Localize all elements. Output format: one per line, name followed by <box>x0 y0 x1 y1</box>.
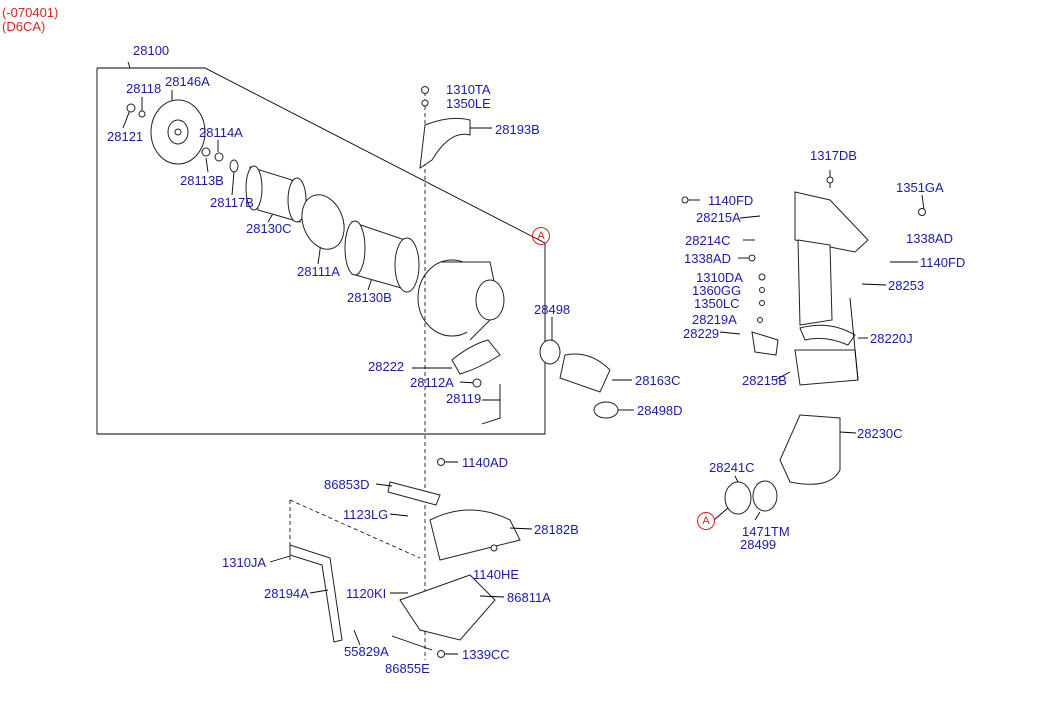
inner-filter <box>245 165 307 223</box>
part-label[interactable]: 28241C <box>709 460 755 475</box>
part-label[interactable]: 28230C <box>857 426 903 441</box>
part-label[interactable]: 28146A <box>165 74 210 89</box>
part-label[interactable]: 28163C <box>635 373 681 388</box>
part-label[interactable]: 28253 <box>888 278 925 293</box>
part-label[interactable]: 1339CC <box>462 647 510 662</box>
part-label[interactable]: 28499 <box>740 537 777 552</box>
elbow-hose <box>451 339 501 375</box>
air-cleaner-housing <box>417 259 505 341</box>
intake-hose <box>559 353 611 393</box>
part-label[interactable]: 1350LC <box>694 296 740 311</box>
mount-strap <box>289 544 343 643</box>
part-label[interactable]: 28229 <box>683 326 720 341</box>
part-label[interactable]: 1360GG <box>692 283 742 298</box>
part-label[interactable]: 28498D <box>637 403 683 418</box>
part-label[interactable]: 28130B <box>347 290 392 305</box>
part-label[interactable]: 28117B <box>210 195 254 210</box>
part-label[interactable]: 28222 <box>368 359 405 374</box>
part-label[interactable]: 1310TA <box>446 82 491 97</box>
part-label[interactable]: 1140FD <box>708 193 754 208</box>
part-label[interactable]: 1123LG <box>343 507 389 522</box>
assembly-frame <box>97 67 546 244</box>
part-label[interactable]: 1140AD <box>462 455 509 470</box>
part-label[interactable]: 1351GA <box>896 180 944 195</box>
part-label[interactable]: 1140HE <box>473 567 520 582</box>
intake-duct-assembly <box>779 191 869 485</box>
part-label[interactable]: 86853D <box>324 477 370 492</box>
part-label[interactable]: 28220J <box>870 331 913 346</box>
flange-gasket <box>724 481 752 515</box>
flange-clamp <box>752 480 778 512</box>
part-label[interactable]: 28194A <box>264 586 309 601</box>
engine-code-header: (D6CA) <box>2 19 46 34</box>
part-label[interactable]: 55829A <box>344 644 389 659</box>
part-label[interactable]: 28498 <box>534 302 571 317</box>
part-label[interactable]: 1310JA <box>222 555 267 570</box>
reference-marker-a-upper[interactable]: A <box>532 227 550 245</box>
part-label[interactable]: 28119 <box>446 391 482 406</box>
part-label[interactable]: 28114A <box>199 125 243 140</box>
part-label[interactable]: 28118 <box>126 81 162 96</box>
part-label[interactable]: 28219A <box>692 312 737 327</box>
hose-clamp-d <box>593 401 619 419</box>
part-label[interactable]: 1310DA <box>696 270 743 285</box>
part-label[interactable]: 28215A <box>696 210 741 225</box>
part-label[interactable]: 28112A <box>410 375 454 390</box>
part-label[interactable]: 28100 <box>133 43 170 58</box>
part-label[interactable]: 1471TM <box>742 524 790 539</box>
mount-bracket <box>429 509 521 561</box>
upper-bracket <box>419 117 471 170</box>
outer-filter <box>344 220 420 293</box>
date-code-header: (-070401) <box>2 5 59 20</box>
part-label[interactable]: 1317DB <box>810 148 857 163</box>
part-label[interactable]: 1338AD <box>906 231 953 246</box>
part-label[interactable]: 28121 <box>107 129 144 144</box>
lower-tray <box>399 574 496 641</box>
part-label[interactable]: 86811A <box>507 590 551 605</box>
reference-marker-a-lower[interactable]: A <box>697 512 715 530</box>
part-label[interactable]: 1350LE <box>446 96 491 111</box>
part-label[interactable]: 28130C <box>246 221 292 236</box>
part-label[interactable]: 28182B <box>534 522 579 537</box>
part-label[interactable]: 1120KI <box>346 586 387 601</box>
part-label[interactable]: 28215B <box>742 373 787 388</box>
hose-clamp <box>539 339 561 365</box>
part-label[interactable]: 28214C <box>685 233 731 248</box>
part-label[interactable]: 1140FD <box>920 255 966 270</box>
part-label[interactable]: 28111A <box>297 264 340 279</box>
part-label[interactable]: 28193B <box>495 122 540 137</box>
part-label[interactable]: 86855E <box>385 661 430 676</box>
gasket-ring <box>301 194 345 250</box>
part-label[interactable]: 28113B <box>180 173 224 188</box>
part-label[interactable]: 1338AD <box>684 251 731 266</box>
